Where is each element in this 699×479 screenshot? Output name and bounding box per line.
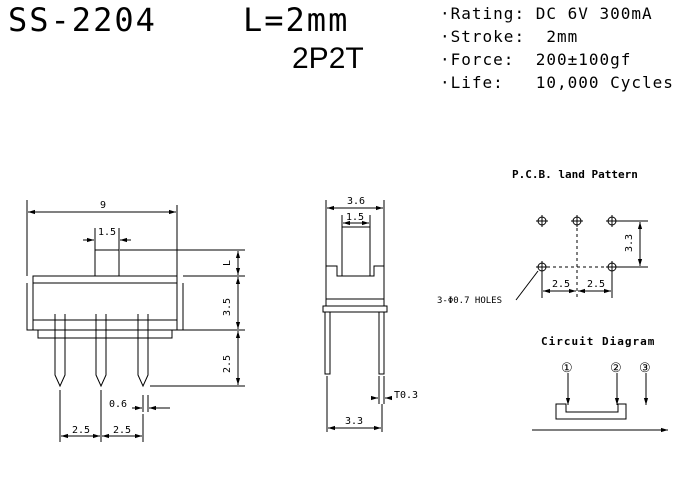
pcb-pattern xyxy=(515,215,648,301)
side-view xyxy=(322,200,392,432)
pcb-holes-label: 3-Φ0.7 HOLES xyxy=(437,296,502,306)
length-spec: L=2mm xyxy=(243,1,350,39)
front-pin-3 xyxy=(137,314,149,388)
model-number: SS-2204 xyxy=(8,1,157,39)
front-view xyxy=(26,200,245,442)
dim-pcb-h1: 2.5 xyxy=(552,279,570,290)
dim-front-pin-len: 2.5 xyxy=(222,355,233,373)
pcb-hole-2 xyxy=(571,215,583,227)
circuit-pin-3-label: ③ xyxy=(639,361,651,376)
front-actuator xyxy=(94,249,120,277)
dim-side-actuator: 1.5 xyxy=(346,212,364,223)
dim-front-l: L xyxy=(222,260,233,266)
dim-side-thickness: T0.3 xyxy=(394,390,418,401)
circuit-slider xyxy=(555,403,627,420)
dim-front-width: 9 xyxy=(100,200,106,211)
spec-list: ·Rating: DC 6V 300mA ·Stroke: 2mm ·Force… xyxy=(440,2,674,94)
circuit-pin-2-label: ② xyxy=(610,361,622,376)
circuit-diagram xyxy=(532,373,668,433)
spec-rating: ·Rating: DC 6V 300mA xyxy=(440,4,653,23)
dim-pcb-vertical: 3.3 xyxy=(624,234,635,252)
pcb-hole-1 xyxy=(536,215,548,227)
front-view-labels: 9 1.5 L 3.5 2.5 0.6 2.5 2.5 xyxy=(72,200,233,436)
pcb-title: P.C.B. land Pattern xyxy=(512,168,638,181)
circuit-title: Circuit Diagram xyxy=(541,335,655,348)
pole-throw: 2P2T xyxy=(292,42,364,75)
dim-side-width: 3.6 xyxy=(347,196,365,207)
pcb-hole-4 xyxy=(536,261,548,273)
dim-front-pitch-2: 2.5 xyxy=(113,425,131,436)
spec-life: ·Life: 10,000 Cycles xyxy=(440,73,674,92)
pcb-hole-3 xyxy=(606,215,618,227)
side-view-labels: 3.6 1.5 T0.3 3.3 xyxy=(345,196,418,427)
pcb-hole-5 xyxy=(606,261,618,273)
pcb-labels: 3.3 2.5 2.5 3-Φ0.7 HOLES xyxy=(437,234,635,306)
front-pin-2 xyxy=(95,314,107,388)
side-body xyxy=(325,265,385,307)
dim-front-body: 3.5 xyxy=(222,298,233,316)
front-pin-1 xyxy=(54,314,66,388)
circuit-labels: ① ② ③ xyxy=(561,361,651,376)
spec-force: ·Force: 200±100gf xyxy=(440,50,632,69)
dim-front-pin-w: 0.6 xyxy=(109,399,127,410)
dim-front-actuator: 1.5 xyxy=(98,227,116,238)
front-left-tab xyxy=(26,283,33,331)
side-pin-right xyxy=(378,311,385,375)
circuit-pin-1-label: ① xyxy=(561,361,573,376)
spec-stroke: ·Stroke: 2mm xyxy=(440,27,579,46)
side-actuator xyxy=(341,226,371,277)
front-right-tab xyxy=(177,283,184,331)
dim-side-pin-span: 3.3 xyxy=(345,416,363,427)
dim-front-pitch-1: 2.5 xyxy=(72,425,90,436)
side-pin-left xyxy=(324,311,331,375)
dim-pcb-h2: 2.5 xyxy=(587,279,605,290)
